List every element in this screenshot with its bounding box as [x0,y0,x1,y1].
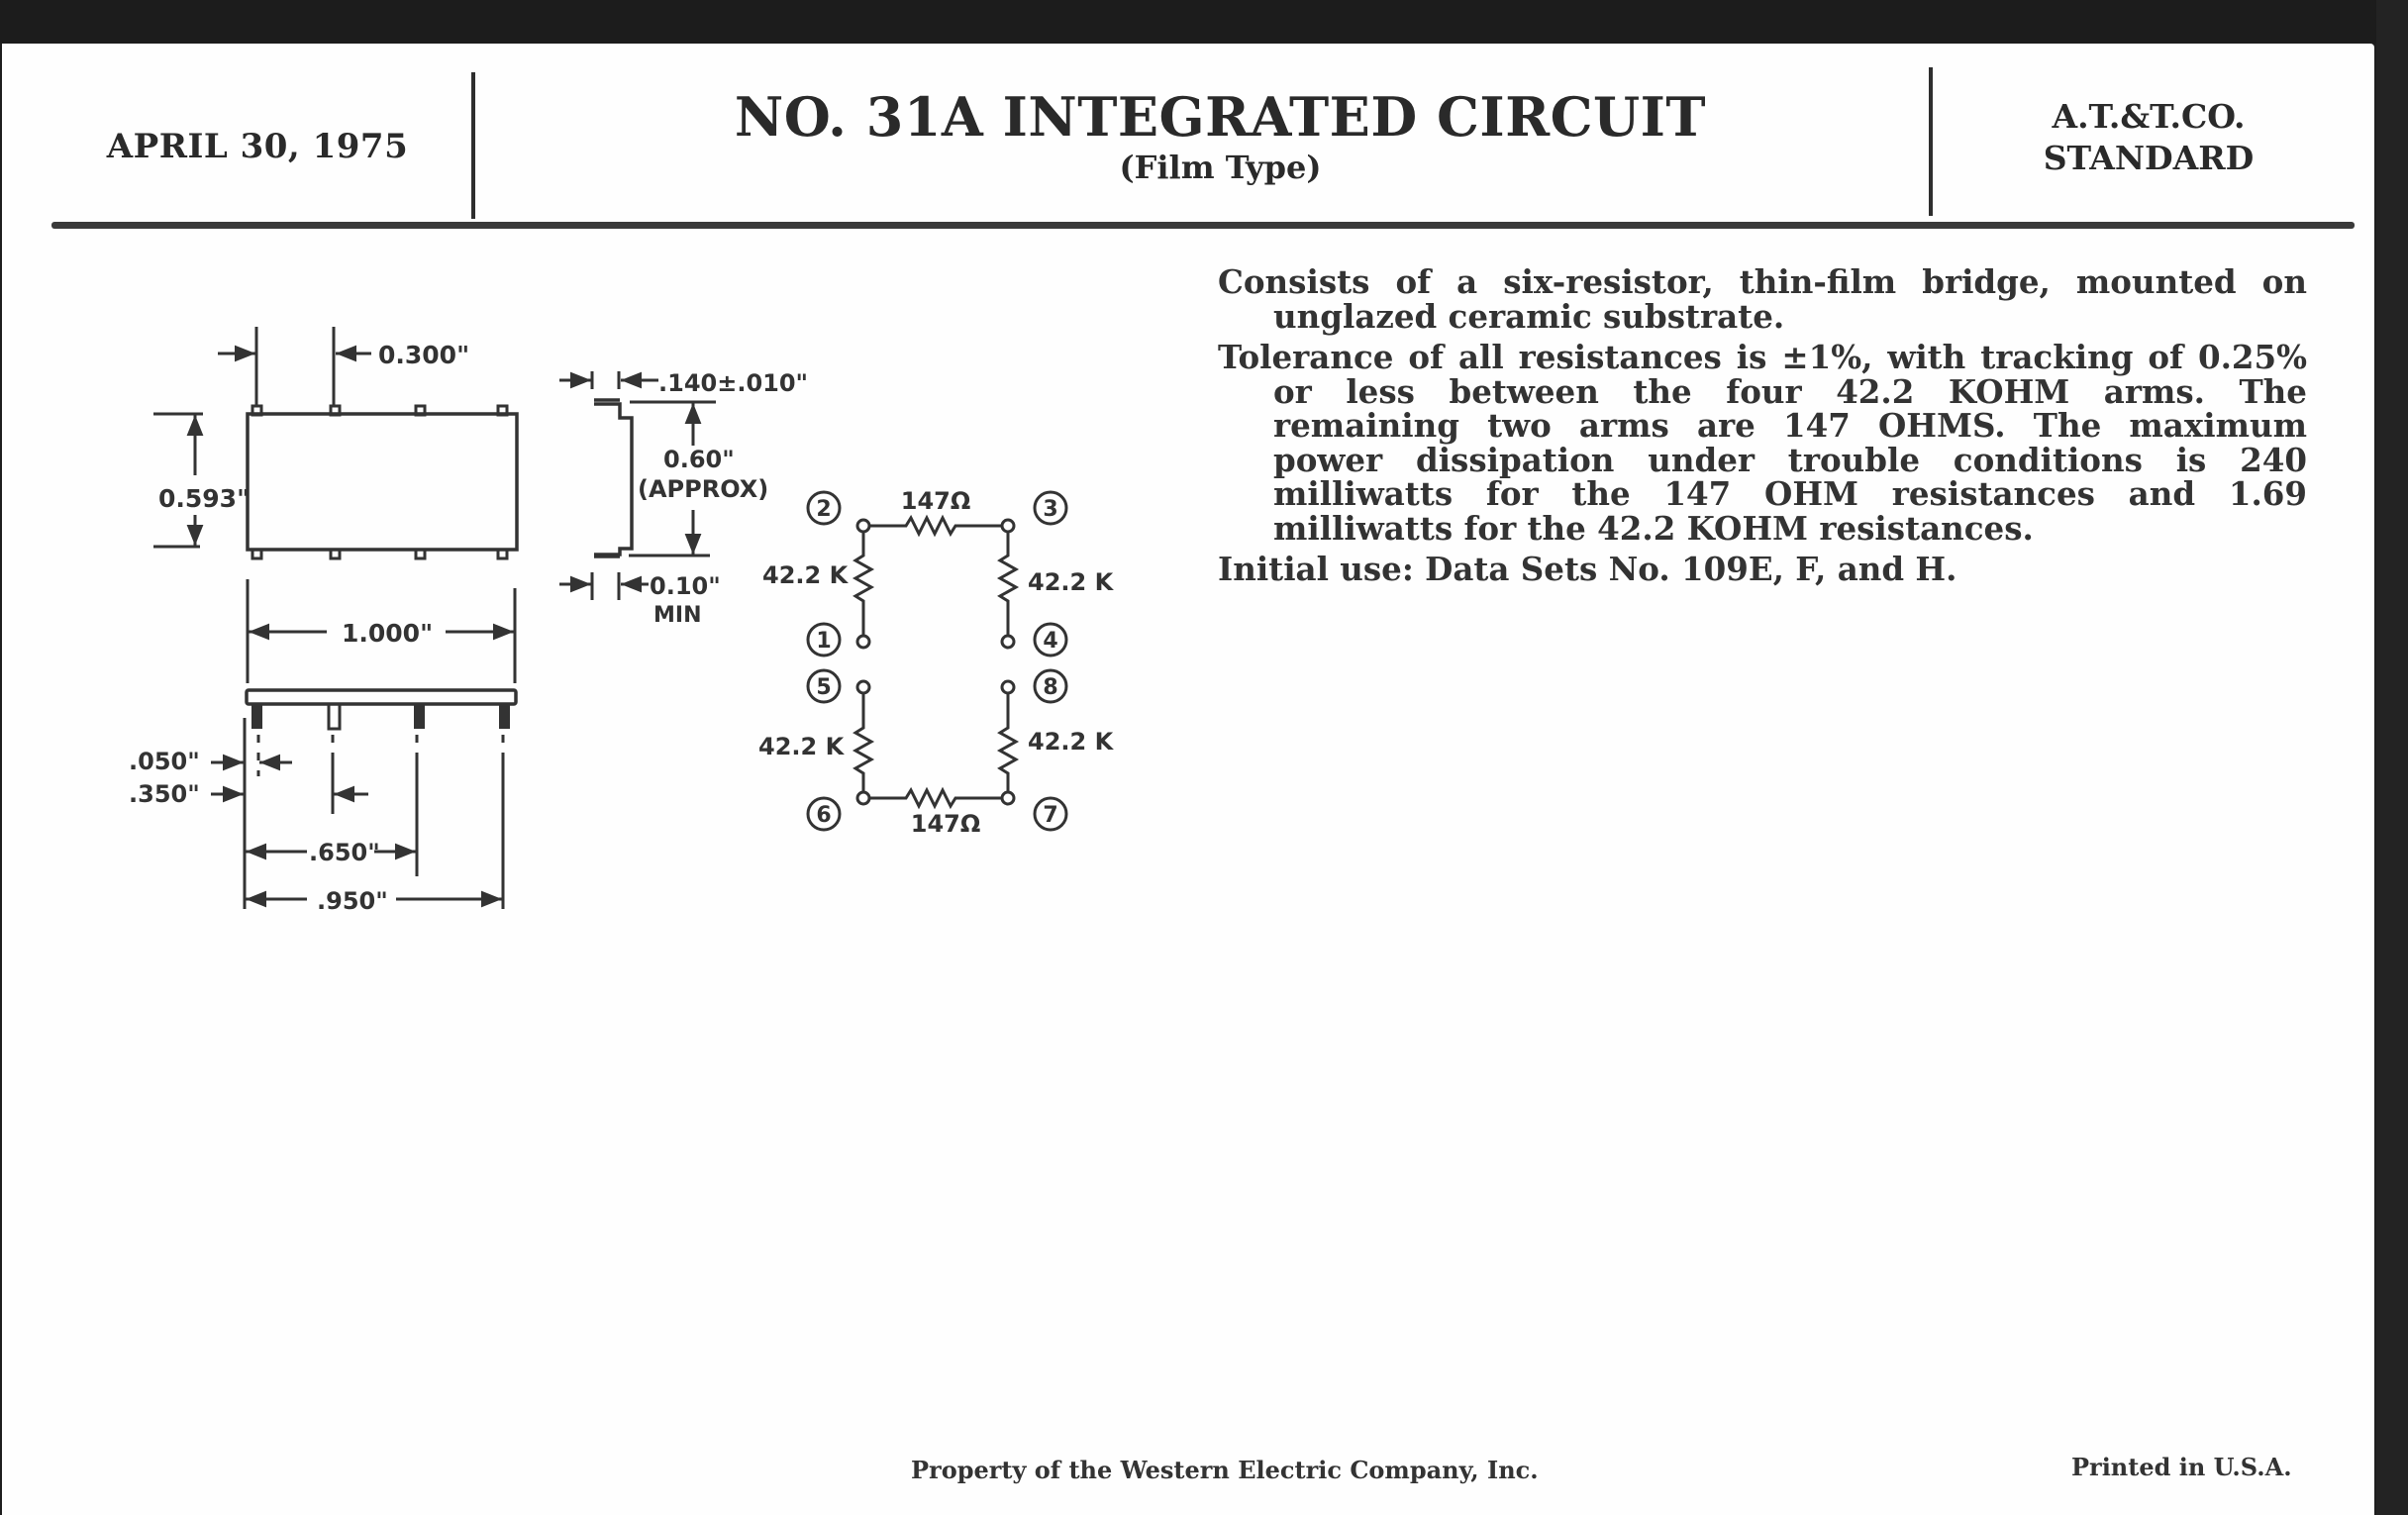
pin-2-label: 2 [816,497,831,522]
resistor-upper-right-label: 42.2 K [1028,568,1115,596]
dim-thickness: .140±.010" [658,369,808,397]
dim-pin-pitch: 0.300" [378,341,469,369]
pin-2-marker [806,490,842,526]
bridge-schematic: 2 3 1 4 5 8 6 7 147Ω 147Ω 42.2 K 42.2 K … [758,487,1115,838]
pin-4-label: 4 [1043,629,1057,654]
resistor-lower-left-label: 42.2 K [758,733,846,760]
standard-org: A.T.&T.CO. [2052,97,2246,136]
front-view: .050" .350" .650" .950" [129,688,518,915]
scan-right-border [2376,0,2408,1515]
pin-5-marker [806,668,842,704]
side-view: .140±.010" 0.60" (APPROX) 0.10" MIN [559,369,808,628]
pin-7-marker [1033,796,1068,832]
resistor-upper-left-label: 42.2 K [762,561,850,589]
description-paragraph: Consists of a six-resistor, thin-film br… [1218,262,2307,336]
header-divider-left [471,72,475,219]
footer-printed: Printed in U.S.A. [2071,1453,2292,1481]
dim-lead-4: .950" [317,887,388,915]
dim-side-height-note: (APPROX) [638,475,768,503]
page-subtitle: (Film Type) [1119,149,1322,186]
pin-5-label: 5 [816,675,831,700]
standard-label: STANDARD [2043,139,2255,177]
dim-side-height: 0.60" [663,446,735,473]
description-paragraph: Tolerance of all resistances is ±1%, wit… [1218,338,2307,548]
pin-7-label: 7 [1043,803,1057,828]
substrate-outline [246,412,519,552]
pin-8-label: 8 [1043,675,1057,700]
pin-6-label: 6 [816,803,831,828]
page-title: NO. 31A INTEGRATED CIRCUIT [734,85,1707,149]
scan-top-border [0,0,2408,44]
pin-4-marker [1033,622,1068,657]
description-paragraph: Initial use: Data Sets No. 109E, F, and … [1218,550,1957,588]
pin-3-label: 3 [1043,497,1057,522]
pin-8-marker [1033,668,1068,704]
dim-lead-3: .650" [309,839,380,866]
resistor-top-label: 147Ω [901,487,971,515]
substrate-edge [245,688,518,706]
header-rule [51,222,2355,229]
top-view: 0.300" 0.593" 1.000" [153,327,519,683]
dim-lead-2: .350" [129,780,200,808]
pin-1-label: 1 [816,629,831,654]
issue-date: APRIL 30, 1975 [106,127,409,166]
dim-lead-length-note: MIN [653,603,702,628]
resistor-lower-right-label: 42.2 K [1028,728,1115,756]
footer-property: Property of the Western Electric Company… [911,1456,1539,1484]
dim-height: 0.593" [158,484,250,513]
top-pins [251,404,509,560]
pin-6-marker [806,796,842,832]
pin-1-marker [806,622,842,657]
dim-lead-length: 0.10" [650,572,721,600]
resistor-bottom-label: 147Ω [911,810,981,838]
dim-lead-offset: .050" [129,748,200,775]
header-divider-right [1929,67,1933,216]
data-sheet-card [2,44,2374,1515]
dim-width: 1.000" [342,619,433,648]
description: Consists of a six-resistor, thin-film br… [1218,262,2307,594]
pin-3-marker [1033,490,1068,526]
